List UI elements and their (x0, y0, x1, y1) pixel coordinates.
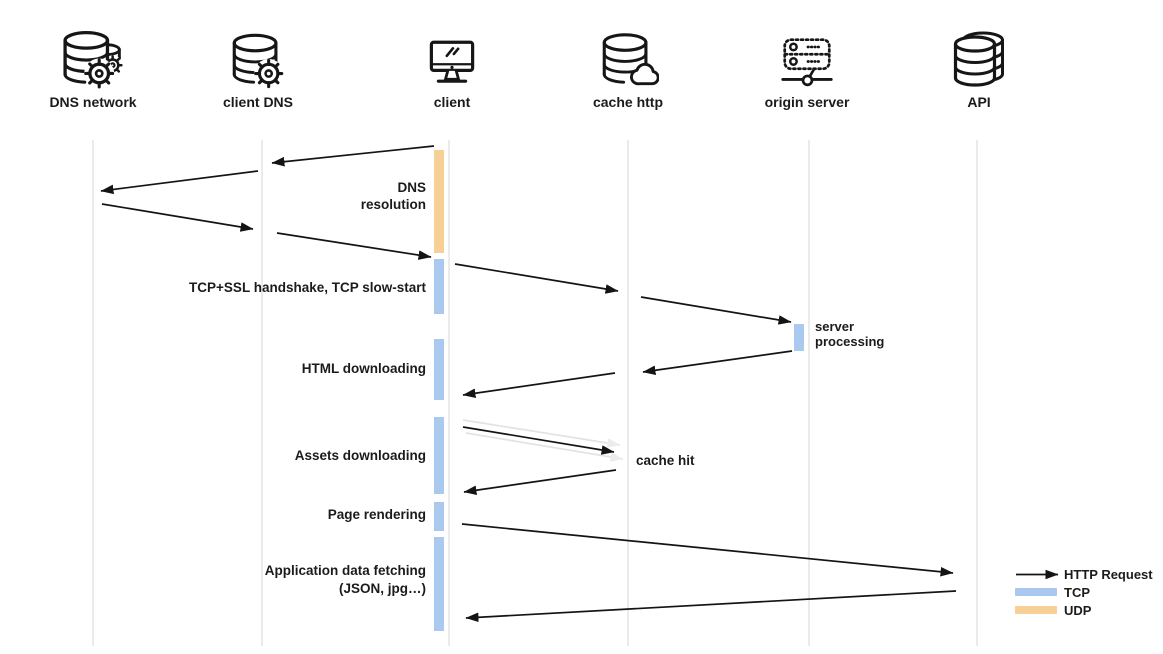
message-arrow (101, 203, 254, 232)
activation-bar-tcp (434, 259, 444, 314)
legend: HTTP Request TCP UDP (1015, 565, 1153, 619)
actor-api: API (899, 24, 1059, 110)
server-dashed-icon (776, 24, 838, 90)
phase-label-page-rendering: Page rendering (327, 507, 426, 522)
message-arrow (461, 523, 954, 577)
activation-bar-tcp (434, 537, 444, 631)
actor-label: cache http (592, 94, 663, 110)
server-processing-label: server processing (815, 319, 885, 349)
message-arrow (640, 296, 792, 325)
tcp-color-swatch (1015, 588, 1057, 596)
actor-label: DNS network (49, 94, 137, 110)
desktop-computer-icon (422, 24, 482, 90)
database-cloud-icon (597, 24, 659, 90)
actor-client-dns: client DNS (178, 24, 338, 110)
activation-bar-tcp (434, 339, 444, 400)
actor-client: client (372, 24, 532, 110)
database-gears-icon (59, 24, 127, 90)
activation-bar-tcp (434, 502, 444, 531)
udp-color-swatch (1015, 606, 1057, 614)
message-arrow (454, 263, 619, 294)
phase-label-html-downloading: HTML downloading (301, 361, 426, 376)
actor-label: client (433, 94, 471, 110)
phase-label-assets-downloading: Assets downloading (294, 448, 426, 463)
phase-label-dns-resolution: DNS resolution (360, 180, 426, 212)
message-arrow (642, 350, 793, 376)
http-request-arrow-icon (1015, 568, 1063, 581)
phase-label-tcp-ssl-handshake: TCP+SSL handshake, TCP slow-start (189, 280, 426, 295)
phase-label-application-data-fetching: Application data fetching (JSON, jpg…) (264, 563, 426, 596)
activation-bar-tcp (794, 324, 804, 351)
message-arrow (463, 469, 617, 495)
actor-label: API (967, 94, 991, 110)
message-arrow-ghost (465, 432, 624, 462)
message-arrow (271, 145, 435, 167)
database-stack-icon (947, 24, 1011, 90)
activation-bar-tcp (434, 417, 444, 494)
message-arrow (465, 590, 957, 623)
cache-hit-label: cache hit (636, 453, 695, 468)
actor-origin-server: origin server (727, 24, 887, 110)
actor-cache-http: cache http (548, 24, 708, 110)
actor-dns-network: DNS network (13, 24, 173, 110)
message-arrow (100, 170, 259, 195)
database-gear-icon (227, 24, 289, 90)
legend-item-http-request: HTTP Request (1015, 565, 1153, 583)
message-arrow (276, 232, 432, 260)
message-arrow (462, 426, 615, 455)
legend-item-udp: UDP (1015, 601, 1153, 619)
legend-item-tcp: TCP (1015, 583, 1153, 601)
message-arrow (462, 372, 616, 398)
activation-bar-udp (434, 150, 444, 253)
actor-label: origin server (764, 94, 850, 110)
actor-label: client DNS (222, 94, 293, 110)
message-arrow-ghost (462, 419, 621, 448)
